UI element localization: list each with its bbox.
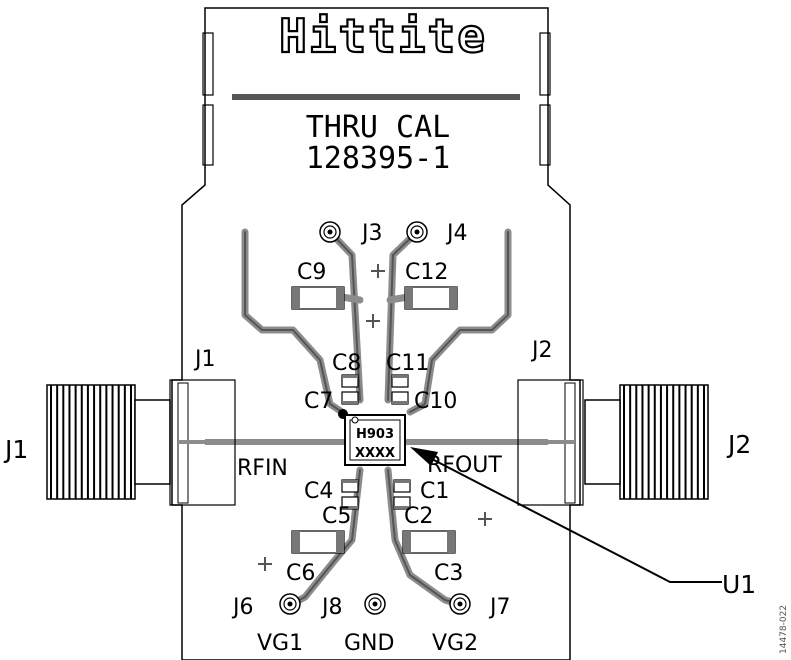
capacitor-c7-body xyxy=(341,391,359,405)
polarity-mark-left xyxy=(258,557,272,571)
silkscreen-bar xyxy=(232,94,520,100)
trace-c9 xyxy=(338,293,364,304)
hittite-logo: Hittite xyxy=(279,9,487,63)
label-j8: J8 xyxy=(320,595,343,620)
capacitor-c6-body xyxy=(291,530,345,554)
left-tab-lower xyxy=(202,104,214,166)
label-rfout: RFOUT xyxy=(427,453,502,478)
label-j4: J4 xyxy=(445,221,468,246)
capacitor-c12-body xyxy=(404,286,458,310)
label-c9: C9 xyxy=(297,260,326,285)
pad-j6 xyxy=(279,593,301,615)
label-c8: C8 xyxy=(332,351,361,376)
capacitor-c4-body xyxy=(341,479,359,493)
trace-right-outer-inner xyxy=(409,231,509,413)
capacitor-c11-body xyxy=(391,374,409,388)
u1-callout-line xyxy=(429,457,722,583)
capacitor-c5-body xyxy=(341,496,359,510)
label-vg2: VG2 xyxy=(432,631,478,656)
trace-j4-inner xyxy=(387,231,418,401)
polarity-mark-right xyxy=(478,512,492,526)
capacitor-c10-body xyxy=(391,391,409,405)
label-c7: C7 xyxy=(304,389,333,414)
chip-label-line2: XXXX xyxy=(355,446,395,461)
label-rfin: RFIN xyxy=(237,456,288,481)
chip-label-line1: H903 xyxy=(356,427,394,442)
board-title-line2: 128395-1 xyxy=(306,141,451,176)
figure-id: 14478-022 xyxy=(779,605,789,654)
pad-j8 xyxy=(364,593,386,615)
pad-j4 xyxy=(406,221,428,243)
label-j6: J6 xyxy=(231,595,254,620)
label-c4: C4 xyxy=(304,479,333,504)
board-title-line1: THRU CAL xyxy=(306,110,451,145)
right-tab-lower xyxy=(539,104,551,166)
label-gnd: GND xyxy=(344,631,394,656)
label-j3: J3 xyxy=(360,221,383,246)
label-c12: C12 xyxy=(405,260,448,285)
right-tab-upper xyxy=(539,32,551,96)
label-j1-inner: J1 xyxy=(193,347,216,372)
trace-left-outer xyxy=(241,228,346,416)
sma-connector-j1 xyxy=(46,379,236,506)
label-c5: C5 xyxy=(322,504,351,529)
sma-connector-j2 xyxy=(517,379,709,506)
label-u1: U1 xyxy=(722,570,756,599)
pad-j7 xyxy=(449,593,471,615)
label-c10: C10 xyxy=(414,389,457,414)
label-c11: C11 xyxy=(386,351,429,376)
capacitor-c2-body xyxy=(393,496,411,510)
trace-j6-inner xyxy=(291,469,361,605)
label-j1-outer: J1 xyxy=(3,435,28,464)
capacitor-c8-body xyxy=(341,374,359,388)
j1-threads xyxy=(50,385,132,499)
capacitor-c9-body xyxy=(291,286,345,310)
trace-left-outer-inner xyxy=(244,231,343,413)
label-c6: C6 xyxy=(286,561,315,586)
u1-callout-arrowhead xyxy=(410,447,438,466)
trace-j7-inner xyxy=(387,469,459,605)
trace-right-outer xyxy=(406,228,512,416)
polarity-mark-upper xyxy=(371,264,385,278)
label-c1: C1 xyxy=(420,479,449,504)
label-vg1: VG1 xyxy=(257,631,303,656)
j2-threads xyxy=(623,385,705,499)
polarity-mark-middle xyxy=(366,314,380,328)
capacitor-c1-body xyxy=(393,479,411,493)
label-j2-inner: J2 xyxy=(530,338,553,363)
capacitor-c3-body xyxy=(402,530,456,554)
left-tab-upper xyxy=(202,32,214,96)
label-j2-outer: J2 xyxy=(726,430,751,459)
label-j7: J7 xyxy=(488,595,511,620)
board-outline xyxy=(171,7,581,660)
pad-j3 xyxy=(319,221,341,243)
chip-u1 xyxy=(344,414,406,466)
label-c2: C2 xyxy=(404,504,433,529)
label-c3: C3 xyxy=(434,561,463,586)
